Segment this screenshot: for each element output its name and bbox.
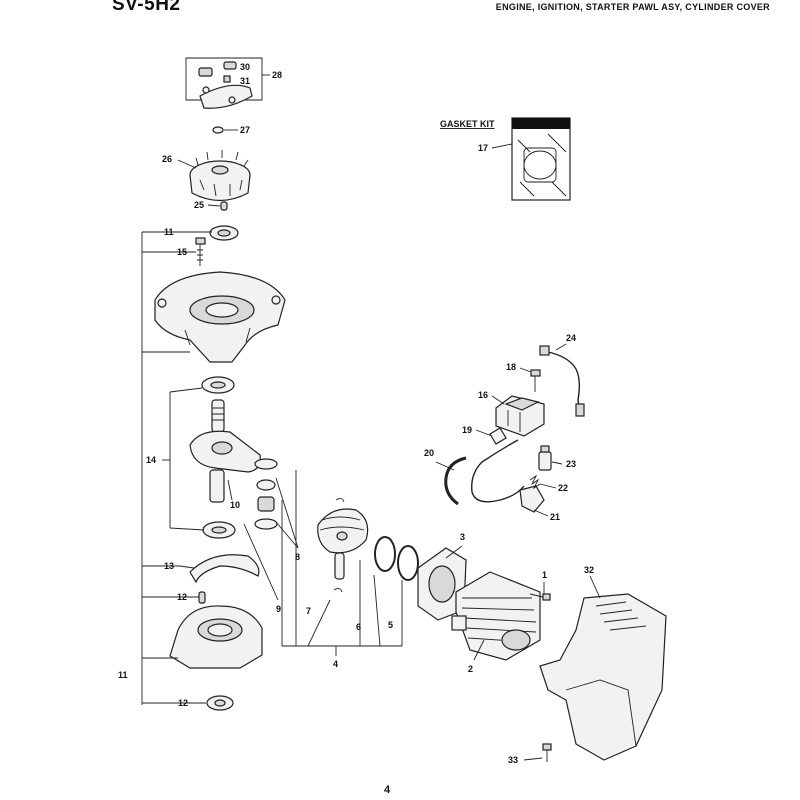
washer-icon — [212, 126, 224, 134]
callout-24: 23 — [566, 459, 576, 469]
callout-22: 21 — [550, 512, 560, 522]
cylinder-icon — [451, 571, 541, 661]
callout-33: 33 — [508, 755, 518, 765]
callout-12-top: 11 — [164, 227, 174, 237]
spark-plug-icon — [538, 445, 552, 471]
callout-7: 7 — [306, 606, 311, 616]
cylinder-gasket-icon — [417, 547, 467, 621]
bolt-icon — [530, 369, 541, 392]
callout-17: 17 — [478, 143, 488, 153]
callout-31: 31 — [240, 76, 250, 86]
oil-seal-icon — [206, 695, 234, 711]
piston-ring-icon — [374, 536, 419, 581]
callout-18: 16 — [478, 390, 488, 400]
oil-seal-icon — [209, 225, 239, 241]
bolt-icon — [529, 593, 551, 601]
callout-26: 25 — [194, 200, 204, 210]
dowel-pin-icon — [198, 591, 206, 604]
callout-14: 13 — [164, 561, 174, 571]
flywheel-icon — [189, 150, 251, 202]
leader-lines — [141, 129, 601, 761]
circlip-icon — [335, 497, 345, 503]
gasket-kit-box — [511, 117, 571, 201]
callout-13: 12 — [177, 592, 187, 602]
ignition-coil-icon — [495, 395, 545, 437]
callout-8: 8 — [295, 552, 300, 562]
cylinder-cover-icon — [539, 593, 667, 761]
callout-6: 6 — [356, 622, 361, 632]
section-title: ENGINE, IGNITION, STARTER PAWL ASY, CYLI… — [495, 2, 770, 12]
callout-32: 32 — [584, 565, 594, 575]
ground-wire-icon — [539, 345, 585, 417]
crankcase-icon — [154, 271, 286, 363]
washer-icon — [254, 458, 278, 470]
page-number: 4 — [384, 784, 391, 796]
callout-29: 28 — [272, 70, 282, 80]
crankcase-lower-icon — [169, 605, 263, 669]
bolt-icon — [195, 237, 206, 266]
crankshaft-icon — [189, 399, 261, 503]
washer-icon — [254, 518, 278, 530]
callout-23: 22 — [558, 483, 568, 493]
callout-27: 26 — [162, 154, 172, 164]
callout-19: 18 — [506, 362, 516, 372]
callout-12-bottom: 12 — [178, 698, 188, 708]
bearing-icon — [201, 376, 235, 394]
callout-21: 20 — [424, 448, 434, 458]
bearing-icon — [202, 521, 236, 539]
callout-20: 19 — [462, 425, 472, 435]
callout-11: 11 — [118, 670, 128, 680]
callout-5: 5 — [388, 620, 393, 630]
callout-3: 3 — [460, 532, 465, 542]
callout-2: 2 — [468, 664, 473, 674]
spark-plug-cap-icon — [519, 485, 545, 513]
spring-icon — [529, 474, 541, 490]
piston-pin-icon — [334, 552, 345, 580]
woodruff-key-icon — [220, 201, 228, 211]
callout-9: 9 — [276, 604, 281, 614]
callout-15: 14 — [146, 455, 156, 465]
gasket-kit-title: GASKET KIT — [440, 119, 495, 129]
starter-pawl-assembly-icon — [185, 57, 263, 109]
model-number: SV-5H2 — [112, 0, 181, 15]
piston-icon — [317, 508, 369, 554]
callout-1: 1 — [542, 570, 547, 580]
crankcase-gasket-icon — [189, 554, 260, 584]
callout-16: 15 — [177, 247, 187, 257]
tube-icon — [444, 456, 467, 506]
callout-30: 30 — [240, 62, 250, 72]
callout-28: 27 — [240, 125, 250, 135]
callout-labels: 30 31 28 27 26 25 11 15 14 10 13 12 11 1… — [118, 62, 594, 765]
needle-bearing-icon — [256, 479, 276, 512]
spark-plug-wire-icon — [471, 439, 525, 503]
callout-4: 4 — [333, 659, 338, 669]
screw-icon — [542, 743, 552, 762]
callout-25: 24 — [566, 333, 576, 343]
callout-10: 10 — [230, 500, 240, 510]
coil-spacer-icon — [489, 427, 507, 445]
circlip-icon — [333, 587, 343, 593]
